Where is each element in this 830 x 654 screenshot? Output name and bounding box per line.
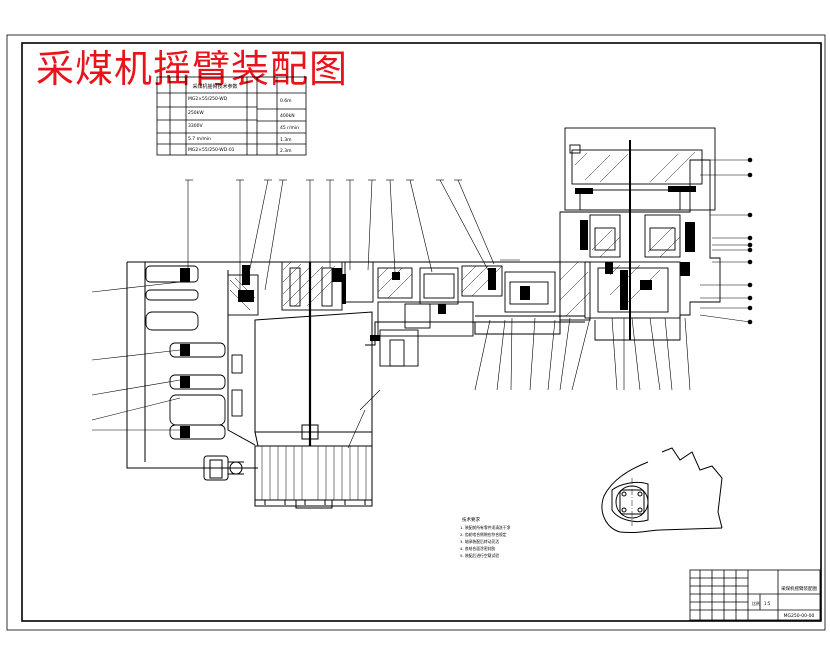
upper-right-gearbox <box>559 127 721 341</box>
tech-params-table: 采煤机摇臂技术参数 MG2×55/250-WD 250kW 3300V 5.7 … <box>156 76 307 156</box>
param-right-2: 400kN <box>280 113 295 119</box>
tech-req-4: 4. 各结合面涂密封胶 <box>460 546 495 551</box>
tech-req-1: 1. 装配前所有零件须清洗干净 <box>460 525 511 530</box>
leader-lines-left <box>91 281 181 431</box>
drawing-title: 采煤机摇臂装配图 <box>36 47 349 91</box>
param-value-4: 5.7 m/min <box>188 136 211 142</box>
detail-view <box>601 447 723 534</box>
title-block: 采煤机摇臂装配图 MG250-00-00 比例 1:5 <box>689 569 821 621</box>
title-block-name: 采煤机摇臂装配图 <box>781 585 817 592</box>
param-value-5: MG2×55/250-WD-01 <box>188 147 235 153</box>
tech-req-2: 2. 齿轮啮合侧隙应符合规定 <box>460 532 507 537</box>
flange-plate-left <box>227 274 259 316</box>
shaft-coupling <box>301 424 319 440</box>
tech-requirements: 技术要求 1. 装配前所有零件须清洗干净 2. 齿轮啮合侧隙应符合规定 3. 轴… <box>460 516 511 558</box>
inner-border <box>21 42 822 622</box>
title-block-scale-label: 比例 <box>752 600 760 606</box>
param-value-2: 250kW <box>188 110 204 116</box>
param-value-1: MG2×55/250-WD <box>188 96 228 102</box>
tech-requirements-header: 技术要求 <box>462 516 480 523</box>
gear-train <box>281 261 681 367</box>
lower-bracket <box>203 455 333 509</box>
tech-req-3: 3. 轴承装配后转动灵活 <box>460 539 499 544</box>
param-value-3: 3300V <box>188 123 203 129</box>
motor-body <box>254 445 373 507</box>
leader-lines-bottom <box>347 317 691 449</box>
tech-params-header: 采煤机摇臂技术参数 <box>192 83 237 90</box>
title-block-scale: 1:5 <box>764 601 771 606</box>
motor-winding-hatch <box>261 446 367 500</box>
param-right-5: 2.3m <box>280 148 292 154</box>
tech-req-5: 5. 装配后进行空载试验 <box>460 553 499 558</box>
param-right-3: 45 r/min <box>280 125 299 131</box>
title-block-drawing-no: MG250-00-00 <box>784 613 815 619</box>
param-right-4: 1.3m <box>280 137 292 143</box>
param-right-1: 0.6m <box>280 98 292 104</box>
leader-lines-right <box>699 157 753 325</box>
outer-border <box>6 34 826 631</box>
leader-lines-top <box>185 179 520 291</box>
